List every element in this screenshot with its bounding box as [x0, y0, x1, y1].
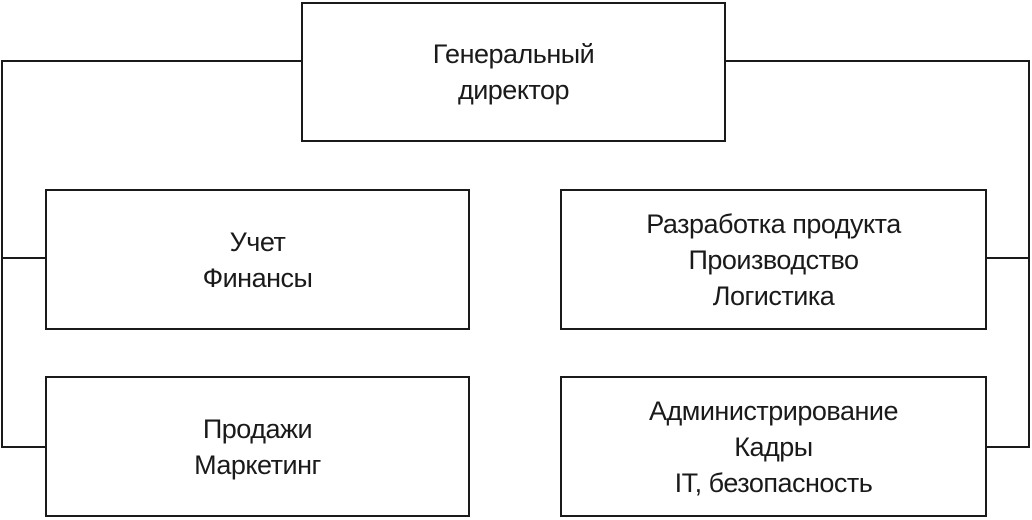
- node-general-director: Генеральный директор: [301, 2, 726, 142]
- connector-ceo-left: [1, 60, 301, 448]
- node-administration-line-2: Кадры: [734, 431, 813, 462]
- node-general-director-line-2: директор: [457, 75, 570, 105]
- node-administration-line-1: Администрирование: [649, 395, 898, 426]
- node-accounting-finance-line-1: Учет: [229, 226, 286, 257]
- node-sales-marketing: Продажи Маркетинг: [45, 376, 470, 517]
- node-product-development-line-2: Производство: [688, 244, 859, 275]
- node-administration-line-3: IT, безопасность: [674, 467, 873, 498]
- node-product-development-line-3: Логистика: [712, 280, 835, 311]
- node-administration: Администрирование Кадры IT, безопасность: [560, 376, 987, 517]
- node-sales-marketing-line-1: Продажи: [202, 413, 313, 444]
- connector-ceo-right: [726, 60, 1030, 448]
- node-general-director-line-1: Генеральный: [432, 39, 595, 69]
- node-product-development: Разработка продукта Производство Логисти…: [560, 189, 987, 330]
- node-sales-marketing-line-2: Маркетинг: [194, 449, 321, 480]
- node-accounting-finance-line-2: Финансы: [202, 262, 313, 293]
- node-product-development-line-1: Разработка продукта: [646, 208, 901, 239]
- node-accounting-finance: Учет Финансы: [45, 189, 470, 330]
